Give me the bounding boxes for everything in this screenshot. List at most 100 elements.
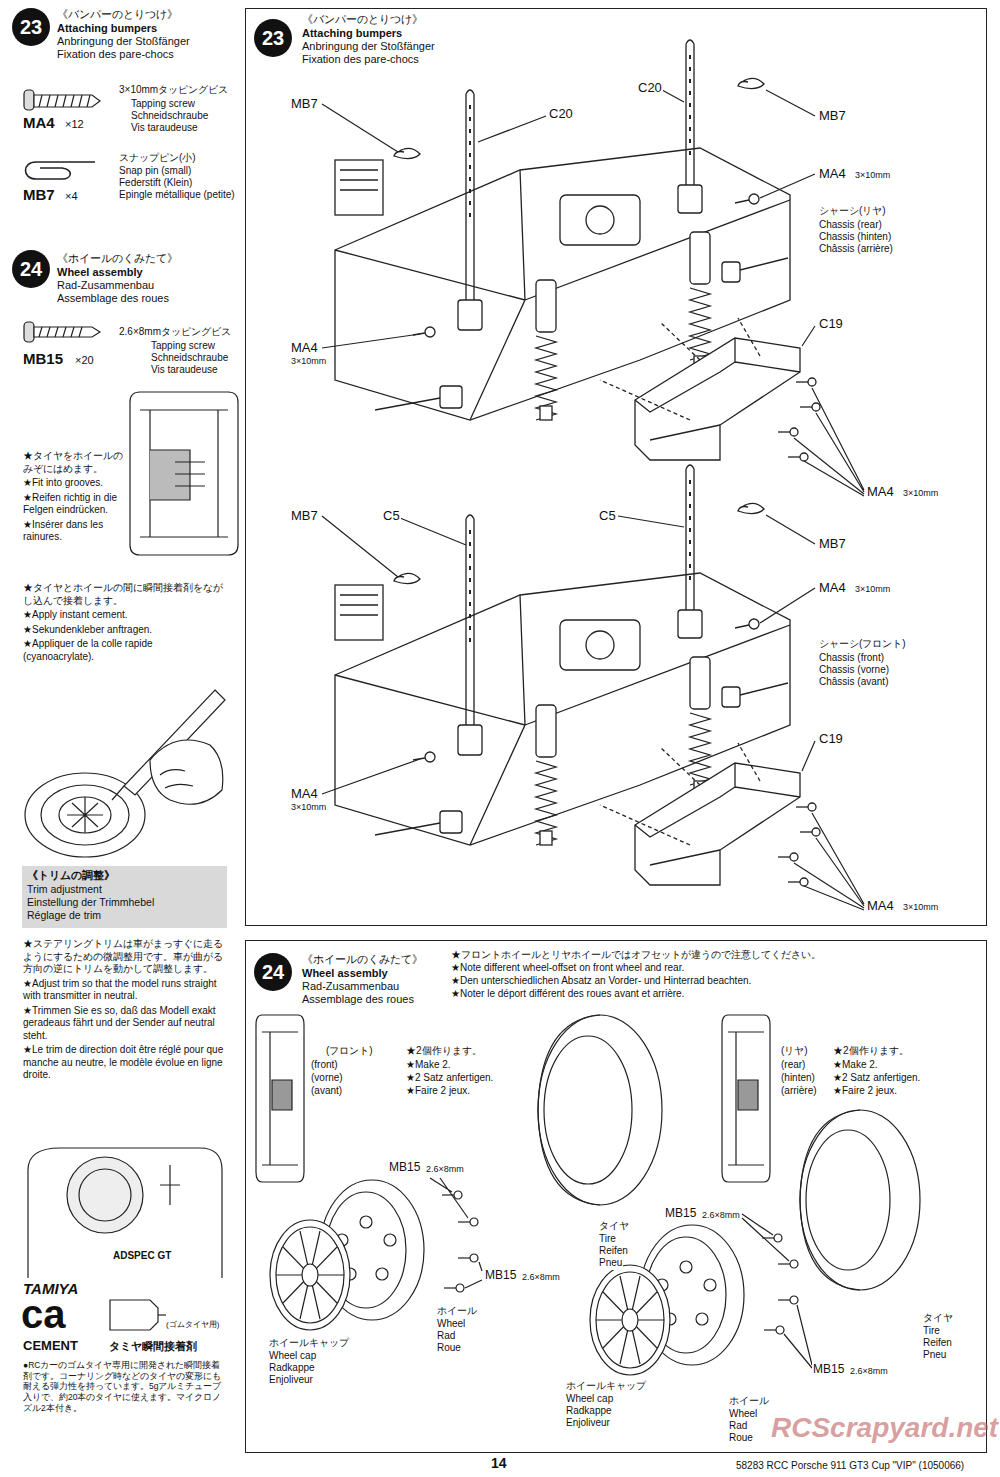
label-text: Snap pin (small)	[118, 165, 192, 178]
drawing-stroke	[335, 40, 820, 461]
heading-text: ★フロントホイールとリヤホイールではオフセットが違うので注意してください。	[451, 949, 821, 961]
label-text: Châssis (arrière)	[818, 243, 894, 256]
label-text: 《ホイールのくみたて》	[56, 252, 179, 266]
label-text: Epingle métallique (petite)	[118, 189, 236, 202]
label-text: スナップピン(小)	[118, 152, 197, 165]
drawing-stroke	[800, 1110, 920, 1290]
callout-label: MB15	[664, 1206, 697, 1221]
drawing-stroke	[322, 90, 864, 496]
label-text: ホイール	[728, 1395, 770, 1408]
label-text: ホイールキャップ	[565, 1380, 647, 1393]
label-text: Roue	[728, 1432, 754, 1445]
label-text: ★Reifen richtig in die Felgen eindrücken…	[22, 492, 129, 517]
label-text: 3×10mm	[854, 170, 891, 181]
drawing-stroke	[444, 1284, 464, 1292]
label-text: 2.6×8mm	[701, 1210, 741, 1221]
drawing-stroke	[67, 797, 103, 833]
label-text: (front)	[310, 1059, 339, 1072]
drawing-stroke	[800, 1110, 860, 1290]
label-text: Fixation des pare-chocs	[56, 48, 175, 62]
drawing-stroke	[538, 1015, 600, 1205]
label-text: Wheel cap	[268, 1350, 317, 1363]
label-text: ×20	[74, 354, 95, 368]
label-text: ★Make 2.	[405, 1059, 452, 1072]
drawing-stroke	[150, 740, 223, 804]
drawing-stroke	[778, 1260, 798, 1268]
drawing-stroke	[59, 797, 111, 833]
drawing-stroke	[538, 1015, 662, 1205]
drawing-stroke	[590, 1265, 670, 1375]
label-text: Assemblage des roues	[56, 292, 170, 306]
step-number-text: 23	[262, 26, 284, 50]
heading-text: Réglage de trim	[27, 909, 101, 922]
step-number: 23	[12, 8, 50, 46]
callout-label: MB7	[818, 108, 847, 124]
label-text: ★Le trim de direction doit être réglé po…	[22, 1044, 229, 1082]
drawing-stroke	[160, 770, 193, 788]
drawing-stroke	[322, 515, 864, 910]
callout-label: MB15	[388, 1160, 421, 1175]
label-text: Vis taraudeuse	[130, 122, 199, 135]
drawing-stroke	[39, 95, 90, 107]
callout-label: C19	[818, 731, 844, 747]
callout-label: MA4	[866, 484, 895, 500]
label-text: Schneidschraube	[130, 110, 209, 123]
label-text: ★Fit into grooves.	[22, 477, 129, 490]
heading-text: Assemblage des roues	[302, 993, 414, 1006]
drawing-stroke	[762, 1234, 782, 1242]
label-text: Chassis (rear)	[818, 219, 883, 232]
label-text: Chassis (hinten)	[818, 231, 892, 244]
callout-label: C20	[548, 106, 574, 122]
drawing-stroke	[256, 40, 920, 1375]
callout-label: MA4	[866, 898, 895, 914]
label-text: ★Make 2.	[832, 1059, 879, 1072]
label-text: Reifen	[598, 1245, 629, 1258]
heading-text: Wheel assembly	[302, 967, 388, 980]
drawing-stroke	[458, 1218, 478, 1226]
callout-label: C19	[818, 316, 844, 332]
callout-label: MB7	[22, 186, 56, 205]
label-text: Rad	[728, 1420, 748, 1433]
drawing-stroke	[175, 462, 205, 486]
callout-label: C20	[637, 80, 663, 96]
callout-label: 14	[490, 1455, 508, 1473]
drawing-stroke	[24, 90, 34, 110]
label-text: 《バンパーのとりつけ》	[56, 8, 179, 22]
label-text: Radkappe	[268, 1362, 316, 1375]
label-text: ★Adjust trim so that the model runs stra…	[22, 978, 229, 1003]
label-text: Wheel	[436, 1318, 466, 1331]
drawing-stroke	[79, 1169, 131, 1221]
drawing-stroke	[41, 785, 129, 845]
drawing-stroke	[67, 1157, 143, 1233]
label-text: Tapping screw	[150, 340, 216, 353]
label-text: Pneu	[922, 1349, 947, 1362]
heading-text: Trim adjustment	[27, 883, 102, 896]
drawing-stroke	[158, 1314, 166, 1315]
label-text: シャーシ(フロント)	[818, 638, 907, 651]
label-text: 2.6×8mm	[849, 1366, 889, 1377]
drawing-stroke	[130, 392, 238, 555]
label-text: 3×10mm	[854, 584, 891, 595]
step-number-text: 24	[262, 960, 284, 984]
label-text: Federstift (Klein)	[118, 177, 193, 190]
step-number-text: 24	[20, 257, 42, 281]
label-text: ADSPEC GT	[112, 1250, 172, 1263]
label-text: ★2 Satz anfertigen.	[832, 1072, 921, 1085]
callout-label: C5	[598, 508, 617, 524]
drawing-stroke	[270, 1220, 350, 1330]
label-text: ★Faire 2 jeux.	[832, 1085, 898, 1098]
label-text: ホイール	[436, 1305, 478, 1318]
callout-label: MB7	[818, 536, 847, 552]
drawing-stroke	[160, 1165, 180, 1205]
label-text: Chassis (front)	[818, 652, 885, 665]
drawing-stroke	[34, 95, 100, 107]
drawing-stroke	[24, 90, 238, 1330]
label-text: ★ステアリングトリムは車がまっすぐに走るようにするための微調整用です。車が曲がる…	[22, 938, 229, 976]
callout-label: MB15	[22, 350, 64, 369]
label-text: (フロント)	[325, 1045, 374, 1058]
label-text: Châssis (avant)	[818, 676, 889, 689]
label-text: ★Sekundenkleber anftragen.	[22, 624, 224, 637]
label-text: ★Faire 2 jeux.	[405, 1085, 471, 1098]
callout-label: MB7	[290, 508, 319, 524]
callout-label: CEMENT	[22, 1338, 79, 1354]
